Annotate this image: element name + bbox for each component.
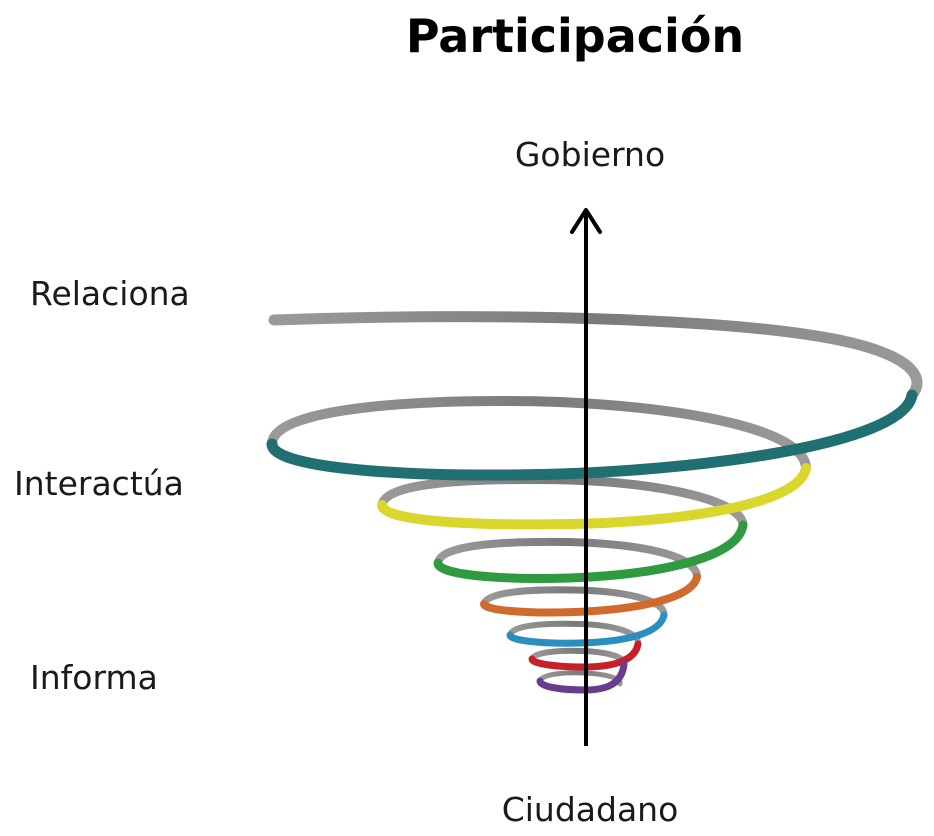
ring-back-1 <box>267 396 811 473</box>
level-label-interactua: Interactúa <box>14 464 184 503</box>
ring-front-blue <box>506 611 668 647</box>
vertical-arrow <box>570 208 602 746</box>
spiral-back-strands <box>267 311 923 687</box>
diagram-title: Participación <box>405 9 745 63</box>
ring-front-green <box>433 520 748 583</box>
ring-front-red <box>528 640 642 671</box>
level-label-relaciona: Relaciona <box>30 274 190 313</box>
axis-top-label: Gobierno <box>514 135 666 174</box>
ring-back-7 <box>537 670 623 687</box>
spiral-top-tail <box>268 311 923 401</box>
ring-front-orange <box>480 573 701 617</box>
arrow-head <box>570 208 602 234</box>
axis-bottom-label: Ciudadano <box>501 790 679 829</box>
ring-back-2 <box>377 475 748 530</box>
ring-front-teal <box>266 389 918 481</box>
ring-front-yellow <box>377 463 811 530</box>
level-label-informa: Informa <box>30 658 158 697</box>
